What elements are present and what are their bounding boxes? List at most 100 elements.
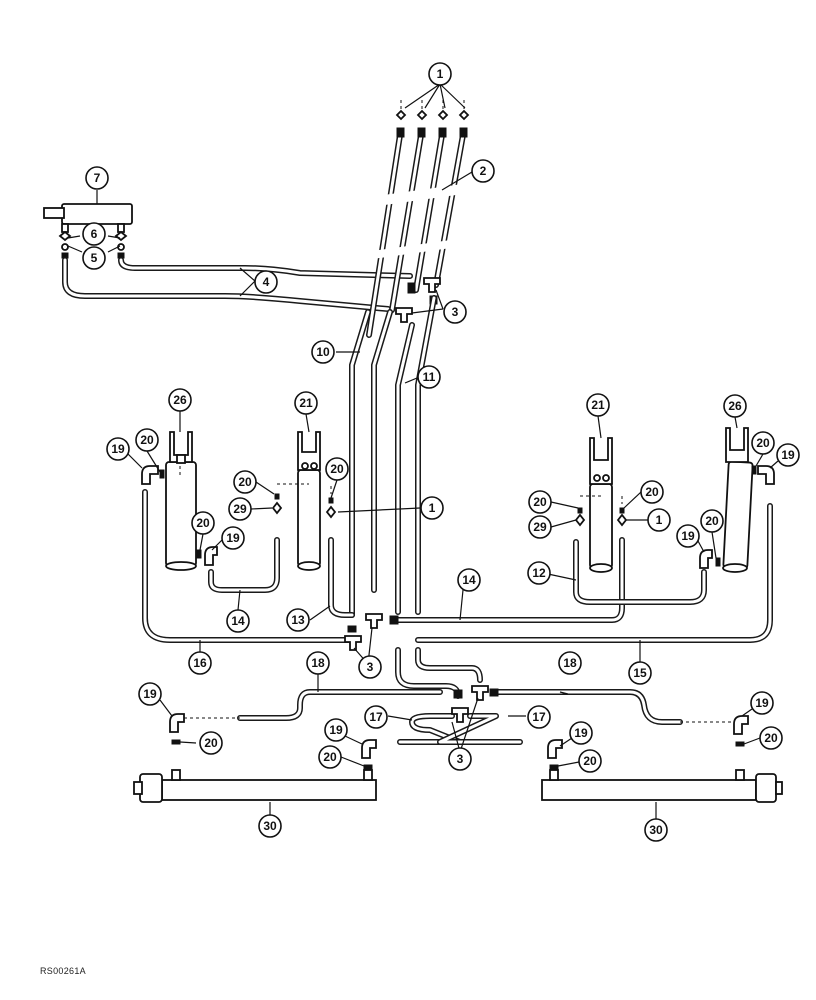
callout-19-bottom-right: 19 [750,691,774,715]
tee-fittings-middle [344,613,399,651]
svg-text:19: 19 [226,531,240,545]
svg-text:19: 19 [755,696,769,710]
svg-text:20: 20 [330,462,344,476]
callout-19-left-low: 19 [221,526,245,550]
svg-text:1: 1 [656,513,663,527]
svg-text:17: 17 [532,710,546,724]
svg-text:26: 26 [728,399,742,413]
bottom-cylinder-right [541,769,783,803]
callout-29-left: 29 [228,497,252,521]
svg-text:19: 19 [143,687,157,701]
callout-7: 7 [85,166,109,190]
svg-text:21: 21 [591,398,605,412]
callout-30-leaders [127,411,779,819]
svg-text:30: 30 [649,823,663,837]
callout-26-right: 26 [723,394,747,418]
callout-6: 6 [82,222,106,246]
hose-14-right [395,537,625,623]
svg-text:20: 20 [533,495,547,509]
svg-text:14: 14 [231,614,245,628]
callout-20-left-top: 20 [135,428,159,452]
svg-text:19: 19 [329,723,343,737]
callout-15: 15 [628,661,652,685]
callout-1-top: 1 [428,62,452,86]
callout-29-right: 29 [528,515,552,539]
callout-20-bottom-mid-left: 20 [318,745,342,769]
callout-21-left: 21 [294,391,318,415]
callout-20-bottom-left: 20 [199,731,223,755]
hose-18 [237,689,683,725]
svg-text:18: 18 [311,656,325,670]
figure-reference-code: RS00261A [40,966,86,976]
connector-fittings [179,466,628,527]
svg-text:19: 19 [781,448,795,462]
svg-text:29: 29 [233,502,247,516]
svg-text:19: 19 [111,442,125,456]
left-cylinder-26 [165,431,197,571]
svg-text:12: 12 [532,566,546,580]
hose-4-pair [62,257,413,312]
hose-2-bundle [366,132,466,338]
callout-19-right-low: 19 [676,524,700,548]
svg-text:20: 20 [140,433,154,447]
callout-11: 11 [417,365,441,389]
svg-text:3: 3 [457,752,464,766]
callout-1-right: 1 [647,508,671,532]
callout-5: 5 [82,246,106,270]
svg-text:1: 1 [437,67,444,81]
top-hose-end-fittings [396,127,468,138]
svg-text:18: 18 [563,656,577,670]
callout-20-bottom-right: 20 [759,726,783,750]
tee-fittings-lower [451,685,499,723]
svg-text:29: 29 [533,520,547,534]
svg-text:14: 14 [462,573,476,587]
lower-hose-links [184,717,734,723]
hose-15 [415,503,773,643]
callout-18-left: 18 [306,651,330,675]
svg-text:11: 11 [423,370,436,384]
callout-4: 4 [254,270,278,294]
svg-text:20: 20 [196,516,210,530]
svg-text:20: 20 [645,485,659,499]
svg-text:20: 20 [323,750,337,764]
svg-text:5: 5 [91,251,98,265]
callout-2: 2 [471,159,495,183]
callout-30-left: 30 [258,814,282,838]
elbow-fittings-19 [141,465,775,569]
hose-12 [573,539,707,605]
callout-20-right-low: 20 [700,509,724,533]
callout-19-bottom-left: 19 [138,682,162,706]
hose-14-left [208,537,280,593]
callout-19-left-top: 19 [106,437,130,461]
callout-16: 16 [188,651,212,675]
callout-18-right: 18 [558,651,582,675]
o-ring-fittings-20 [159,465,757,567]
svg-text:4: 4 [263,275,270,289]
bottom-cylinder-left [133,769,377,803]
callout-21-right: 21 [586,393,610,417]
svg-text:20: 20 [705,514,719,528]
svg-text:2: 2 [480,164,487,178]
callout-3-mid: 3 [358,655,382,679]
lower-o-rings-20 [171,739,745,770]
svg-text:19: 19 [681,529,695,543]
hose-10-11 [349,295,437,618]
lower-elbows-19 [169,713,749,759]
right-cylinder-21 [589,437,613,573]
callout-20-right-mid-a: 20 [528,490,552,514]
callout-12: 12 [527,561,551,585]
callout-14-left: 14 [226,609,250,633]
right-cylinder-26 [722,427,754,573]
callout-19-bottom-mid-left: 19 [324,718,348,742]
svg-text:20: 20 [764,731,778,745]
callout-20-left-low: 20 [191,511,215,535]
callout-3-top: 3 [443,300,467,324]
left-cylinder-21 [297,431,321,571]
callout-19-bottom-mid-right: 19 [569,721,593,745]
hose-break-marks [355,181,481,262]
svg-text:1: 1 [429,501,436,515]
callout-20-right-top: 20 [751,431,775,455]
callout-3-bottom: 3 [448,747,472,771]
svg-text:26: 26 [173,393,187,407]
